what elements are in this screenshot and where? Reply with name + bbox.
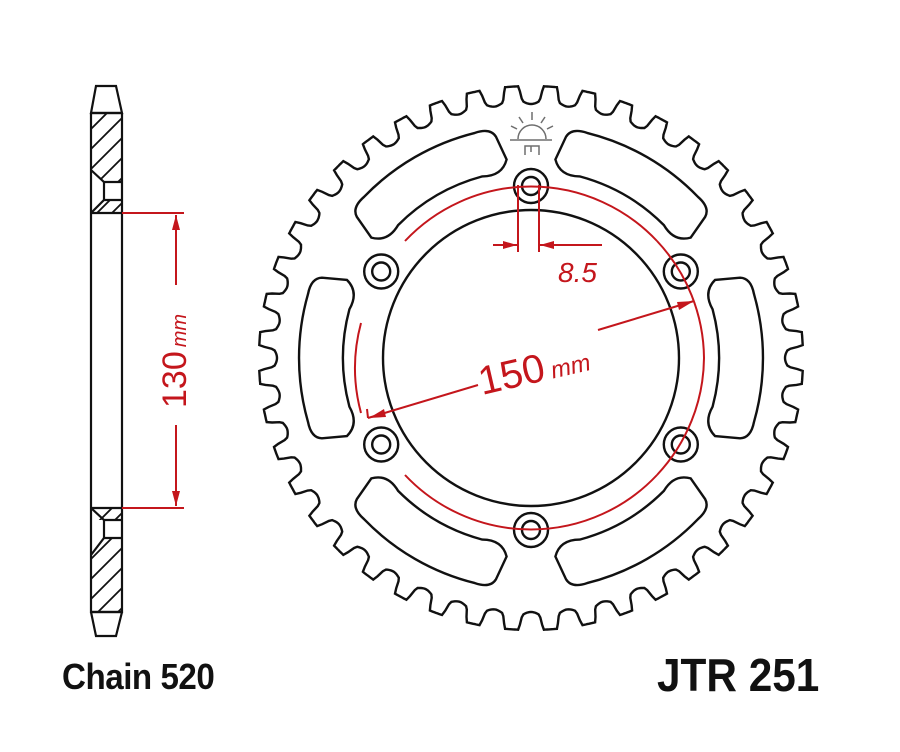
- bolt-hole: [662, 426, 699, 463]
- lightening-slots: [297, 129, 765, 587]
- lightening-slot: [554, 129, 708, 240]
- lightening-slot: [354, 129, 508, 240]
- bolt-hole: [512, 511, 550, 549]
- bolt-hole-label: 8.5: [558, 257, 597, 288]
- sprocket-front-view: [258, 85, 804, 631]
- bolt-hole: [670, 434, 691, 455]
- height-dimension-label: 130mm: [156, 314, 194, 408]
- lightening-slot: [354, 476, 508, 587]
- bolt-hole: [371, 434, 392, 455]
- bolt-circle-dimension: [354, 185, 705, 531]
- sprocket-teeth-outline: [258, 85, 804, 631]
- section-hatching: [91, 113, 122, 612]
- lightening-slot: [707, 276, 765, 440]
- bolt-hole: [371, 261, 392, 282]
- arrowhead-left: [369, 409, 386, 418]
- bolt-hole: [670, 261, 691, 282]
- bolt-hole: [662, 253, 699, 290]
- bolt-circle-label: 150mm: [474, 336, 594, 404]
- bolt-hole-dimension: [493, 185, 602, 252]
- side-profile-view: [89, 84, 124, 638]
- center-bore: [381, 208, 681, 508]
- lightening-slot: [297, 276, 355, 440]
- arrowhead-right: [677, 301, 694, 310]
- bolt-hole: [512, 167, 550, 205]
- bolt-holes: [363, 167, 699, 549]
- lightening-slot: [554, 476, 708, 587]
- jt-logo-icon: [510, 112, 554, 155]
- chain-size-label: Chain 520: [62, 656, 215, 697]
- part-number-label: JTR 251: [657, 649, 820, 701]
- height-dimension: [122, 212, 184, 509]
- bolt-hole: [363, 426, 400, 463]
- bolt-hole: [363, 253, 400, 290]
